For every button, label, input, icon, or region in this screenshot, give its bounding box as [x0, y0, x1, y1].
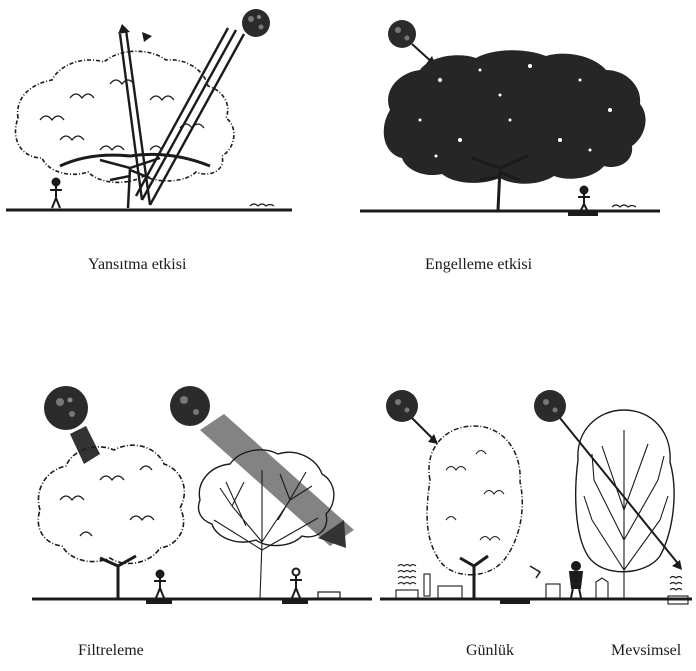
- reflection-illustration: [0, 0, 330, 230]
- caption-seasonal: Mevsimsel: [611, 642, 681, 660]
- panel-blocking: [350, 0, 696, 230]
- person-figure: [50, 179, 62, 209]
- sun-icon: [44, 386, 88, 430]
- daily-seasonal-illustration: [380, 370, 696, 620]
- panel-daily-seasonal: [380, 370, 696, 620]
- tree-canopy-dense: [384, 50, 646, 184]
- sun-icon: [386, 390, 418, 422]
- panel-reflection: [0, 0, 330, 230]
- tree-canopy-seasonal: [576, 410, 674, 572]
- person-figure: [570, 562, 582, 598]
- tree-canopy: [38, 445, 184, 563]
- panel-filtering: [0, 370, 380, 620]
- caption-filtering: Filtreleme: [78, 642, 144, 660]
- person-figure: [578, 187, 590, 213]
- filtering-illustration: [0, 370, 380, 620]
- caption-blocking: Engelleme etkisi: [425, 256, 532, 274]
- sun-icon: [534, 390, 566, 422]
- person-figure: [290, 569, 302, 599]
- sun-icon: [242, 9, 270, 37]
- tree-canopy-daily: [427, 426, 522, 575]
- caption-reflection: Yansıtma etkisi: [88, 256, 186, 274]
- sun-icon: [170, 386, 210, 426]
- person-figure: [154, 571, 166, 599]
- caption-daily: Günlük: [466, 642, 514, 660]
- sun-icon: [388, 20, 416, 48]
- blocking-illustration: [350, 0, 696, 230]
